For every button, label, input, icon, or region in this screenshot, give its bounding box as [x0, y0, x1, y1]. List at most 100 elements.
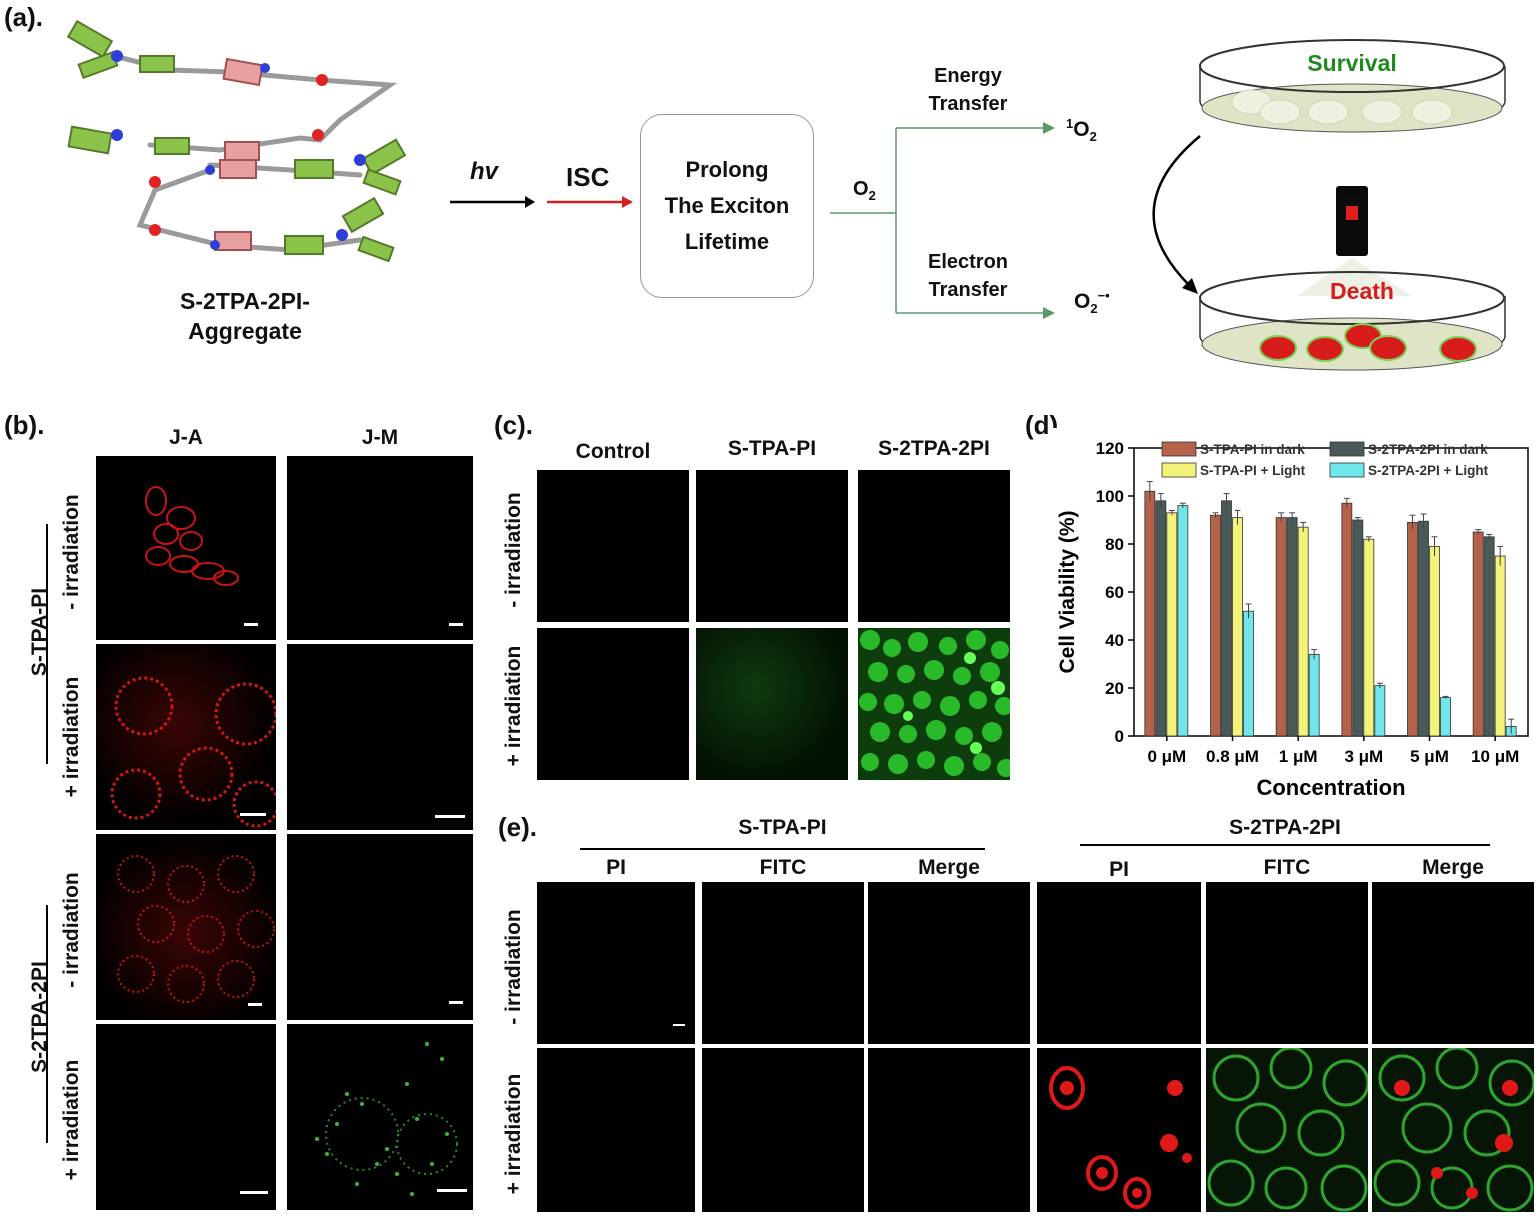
- superoxide-symbol: O: [1074, 290, 1091, 313]
- scale-bar: [449, 623, 463, 626]
- electron-transfer-line1: Electron: [927, 251, 1009, 273]
- x-tick-label: 5 μM: [1410, 747, 1449, 766]
- scale-bar: [437, 1189, 467, 1192]
- panel-e-group-s2tpa2pi: S-2TPA-2PI: [1229, 816, 1341, 839]
- bar: [1483, 536, 1495, 737]
- b-image-stpapi-dark-ja: [96, 456, 276, 640]
- panel-b-group-line-1: [46, 524, 48, 764]
- molecule-label-line2: Aggregate: [188, 318, 302, 344]
- panel-c-row-1: - irradiation: [502, 492, 525, 608]
- y-tick-label: 0: [1115, 727, 1124, 746]
- panel-e-col-4: PI: [1109, 858, 1129, 881]
- o2-label: O2: [853, 178, 876, 203]
- scale-bar: [244, 623, 258, 626]
- legend-label: S-TPA-PI in dark: [1200, 442, 1305, 457]
- panel-a-label: (a).: [4, 2, 43, 32]
- panel-b-group-line-2: [46, 905, 48, 1143]
- process-arrows: [450, 196, 633, 208]
- singlet-oxygen-label: 1O2: [1066, 116, 1097, 144]
- y-tick-label: 120: [1096, 439, 1124, 458]
- panel-c-col-s2tpa2pi: S-2TPA-2PI: [878, 437, 990, 460]
- singlet-oxygen-symbol: O: [1073, 118, 1090, 141]
- e-image-stpapi-light-merge: [868, 1048, 1030, 1212]
- b-image-s2tpa2pi-dark-ja: [96, 834, 276, 1020]
- bar: [1177, 505, 1189, 737]
- panel-e-col-5: FITC: [1263, 856, 1311, 879]
- scale-bar: [248, 1003, 262, 1006]
- x-tick-label: 10 μM: [1471, 747, 1519, 766]
- y-tick-label: 100: [1096, 487, 1124, 506]
- panel-b-group-s2tpa2pi: S-2TPA-2PI: [28, 961, 51, 1073]
- panel-e-col-2: FITC: [759, 856, 807, 879]
- bar: [1243, 610, 1254, 737]
- isc-label: ISC: [566, 162, 610, 192]
- b-image-stpapi-dark-jm: [287, 456, 473, 640]
- scale-bar: [435, 815, 465, 818]
- b-image-s2tpa2pi-light-jm: [287, 1024, 473, 1210]
- panel-e-col-1: PI: [606, 856, 626, 879]
- e-image-stpapi-dark-fitc: [702, 882, 864, 1044]
- survival-label: Survival: [1307, 50, 1397, 76]
- panel-e-col-3: Merge: [918, 856, 980, 879]
- scale-bar: [449, 1001, 463, 1004]
- b-image-stpapi-light-jm: [287, 644, 473, 830]
- singlet-oxygen-superscript: 1: [1066, 116, 1074, 131]
- superoxide-subscript: 2: [1090, 301, 1098, 317]
- c-image-s2tpa2pi-dark: [858, 470, 1010, 622]
- panel-e-col-6: Merge: [1422, 856, 1484, 879]
- panel-b-label: (b).: [4, 410, 45, 440]
- bar: [1166, 512, 1178, 737]
- panel-e-group-line-2: [1080, 844, 1490, 846]
- e-image-s2tpa2pi-light-merge: [1372, 1048, 1534, 1212]
- y-tick-label: 60: [1105, 583, 1124, 602]
- panel-c-col-control: Control: [575, 440, 651, 463]
- c-image-control-dark: [537, 470, 689, 622]
- energy-transfer-label: Energy Transfer: [900, 62, 1036, 118]
- exciton-lifetime-box: Prolong The Exciton Lifetime: [640, 114, 814, 298]
- legend-label: S-2TPA-2PI + Light: [1368, 463, 1489, 478]
- bar: [1494, 555, 1506, 737]
- panel-e-row-2: + irradiation: [502, 1073, 525, 1195]
- panel-b-row-2: + irradiation: [60, 676, 83, 798]
- bar: [1429, 546, 1440, 737]
- legend-label: S-2TPA-2PI in dark: [1368, 442, 1488, 457]
- e-image-s2tpa2pi-dark-pi: [1037, 882, 1201, 1044]
- bar: [1341, 502, 1353, 737]
- bar: [1352, 519, 1364, 737]
- molecule-label: S-2TPA-2PI- Aggregate: [150, 286, 340, 346]
- panel-b-row-4: + irradiation: [60, 1059, 83, 1181]
- panel-e-group-line-1: [580, 848, 985, 850]
- branch-arrows: [830, 122, 1055, 319]
- c-image-stpapi-dark: [696, 470, 848, 622]
- panel-b-group-stpapi: S-TPA-PI: [28, 587, 51, 677]
- c-image-control-light: [537, 628, 689, 780]
- e-image-stpapi-light-fitc: [702, 1048, 864, 1212]
- o2-symbol: O: [853, 178, 869, 200]
- legend-swatch: [1161, 441, 1197, 457]
- hv-label: hv: [470, 158, 499, 185]
- bar: [1472, 531, 1484, 737]
- singlet-oxygen-subscript: 2: [1089, 129, 1097, 145]
- panel-c-label: (c).: [494, 410, 533, 440]
- b-image-s2tpa2pi-dark-jm: [287, 834, 473, 1020]
- e-image-s2tpa2pi-dark-merge: [1372, 882, 1534, 1044]
- energy-transfer-line1: Energy: [934, 65, 1002, 87]
- bar: [1275, 517, 1287, 737]
- bar: [1144, 490, 1156, 737]
- scale-bar: [673, 1024, 685, 1026]
- y-axis-label: Cell Viability (%): [1056, 511, 1079, 674]
- box-line-1: Prolong: [685, 157, 769, 182]
- x-tick-label: 1 μM: [1279, 747, 1318, 766]
- bar: [1155, 500, 1167, 737]
- x-tick-label: 0.8 μM: [1206, 747, 1259, 766]
- superoxide-label: O2−•: [1074, 288, 1110, 316]
- electron-transfer-line2: Transfer: [928, 279, 1008, 301]
- x-tick-label: 3 μM: [1344, 747, 1383, 766]
- survival-dish: [1199, 39, 1506, 133]
- panel-b-col-jm: J-M: [361, 426, 399, 449]
- panel-b-row-3: - irradiation: [60, 872, 83, 988]
- bar: [1440, 697, 1451, 737]
- panel-b-col-ja: J-A: [169, 426, 203, 449]
- panel-e-label: (e).: [498, 812, 537, 842]
